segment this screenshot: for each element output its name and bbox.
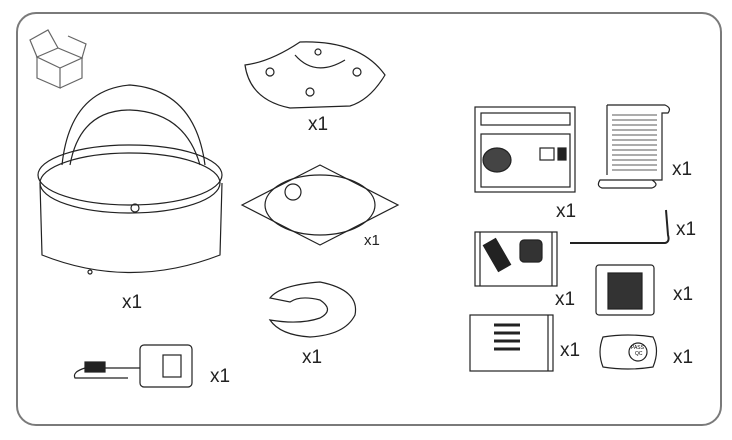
mounting-bracket-illustration <box>244 41 386 109</box>
qty-sealing-ring: x1 <box>302 347 323 368</box>
power-adapter-illustration <box>73 344 193 388</box>
qty-quick-start-guide: x1 <box>556 201 577 222</box>
connector-bag-illustration <box>474 231 558 287</box>
qty-power-adapter: x1 <box>210 366 231 387</box>
pass-label-text: PASS <box>631 345 644 351</box>
qty-camera: x1 <box>122 292 143 313</box>
qty-qr-card: x1 <box>673 284 694 305</box>
warranty-document-illustration <box>597 104 671 189</box>
screw-bag-illustration <box>469 314 554 372</box>
package-frame <box>16 12 722 426</box>
quick-start-guide-illustration <box>474 106 576 193</box>
qty-mounting-bracket: x1 <box>308 114 329 135</box>
qty-hex-key: x1 <box>676 219 697 240</box>
qty-warranty-document: x1 <box>672 159 693 180</box>
camera-illustration <box>37 84 223 275</box>
qty-connector-bag: x1 <box>555 289 576 310</box>
qty-drill-template: x1 <box>364 232 380 249</box>
qc-pass-label-illustration <box>599 334 658 370</box>
qty-qc-pass-label: x1 <box>673 347 694 368</box>
drill-template-illustration <box>240 164 400 246</box>
box-icon <box>29 29 87 89</box>
qty-screw-bag: x1 <box>560 340 581 361</box>
sealing-ring-illustration <box>268 281 357 338</box>
hex-key-illustration <box>570 209 670 244</box>
qr-card-illustration <box>595 264 655 316</box>
pass-label-sub: QC <box>635 351 643 357</box>
